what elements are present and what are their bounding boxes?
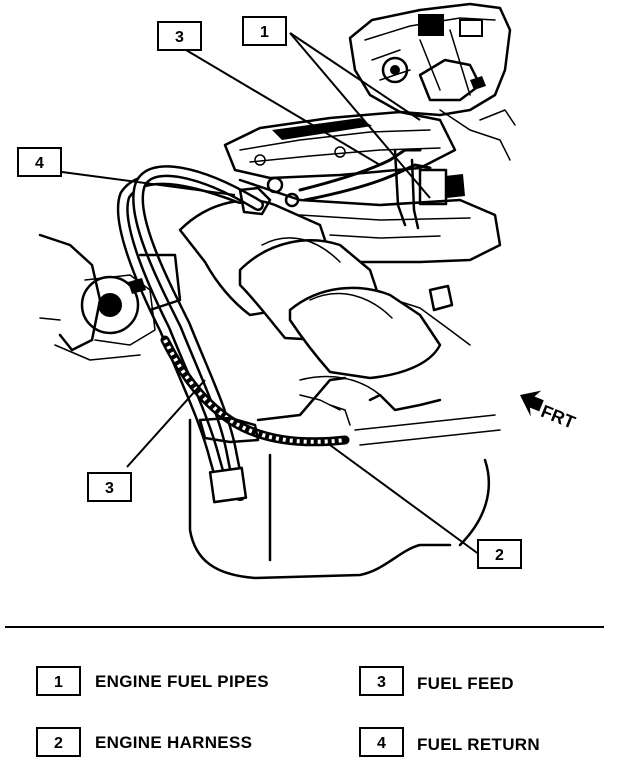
callout-1: 1 (242, 16, 287, 46)
callout-2-number: 2 (495, 547, 504, 564)
callout-4: 4 (17, 147, 62, 177)
left-accessories (38, 233, 182, 361)
engine-block-upper (238, 178, 502, 346)
legend-item-3-label: FUEL FEED (417, 674, 514, 693)
callout-3-bottom-number: 3 (105, 480, 114, 497)
throttle-body-assembly (348, 2, 516, 161)
callout-4-number: 4 (35, 155, 44, 172)
hose-clamp-bracket (198, 416, 260, 444)
fuel-hoses (116, 165, 300, 504)
front-label: FRT (538, 401, 578, 433)
legend-item-2: 2 ENGINE HARNESS (36, 727, 252, 757)
legend-item-1-label: ENGINE FUEL PIPES (95, 672, 269, 691)
callout-leaders (61, 32, 481, 556)
callout-3-top: 3 (157, 21, 202, 51)
callout-3-bottom: 3 (87, 472, 132, 502)
legend-item-2-number: 2 (54, 735, 63, 752)
front-direction-indicator: FRT (520, 390, 578, 433)
legend-item-3: 3 FUEL FEED (359, 666, 514, 696)
callout-1-number: 1 (260, 24, 269, 41)
engine-fuel-pipes (298, 148, 465, 230)
legend-item-3-number: 3 (377, 674, 386, 691)
legend-item-4-label: FUEL RETURN (417, 735, 540, 754)
legend-item-4: 4 FUEL RETURN (359, 727, 540, 757)
engine-illustration (38, 2, 516, 580)
callout-3-top-number: 3 (175, 29, 184, 46)
valve-cover (223, 110, 457, 180)
legend-item-4-number: 4 (377, 735, 386, 752)
intake-manifold (178, 199, 442, 380)
front-arrow-icon (520, 390, 544, 417)
legend: 1 ENGINE FUEL PIPES 2 ENGINE HARNESS 3 F… (36, 666, 540, 757)
callout-2: 2 (477, 539, 522, 569)
legend-item-1: 1 ENGINE FUEL PIPES (36, 666, 269, 696)
legend-item-2-label: ENGINE HARNESS (95, 733, 252, 752)
legend-item-1-number: 1 (54, 674, 63, 691)
oil-pan (188, 375, 501, 580)
